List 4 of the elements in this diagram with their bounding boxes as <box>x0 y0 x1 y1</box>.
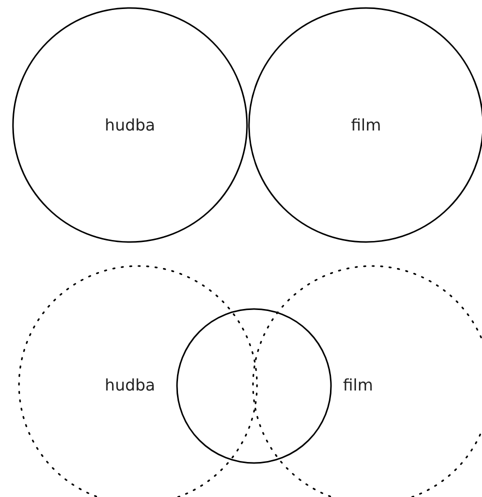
set-label: hudba <box>104 116 156 134</box>
set-label: film <box>342 376 374 394</box>
set-label: hudba <box>104 376 156 394</box>
set-label: film <box>350 116 382 134</box>
